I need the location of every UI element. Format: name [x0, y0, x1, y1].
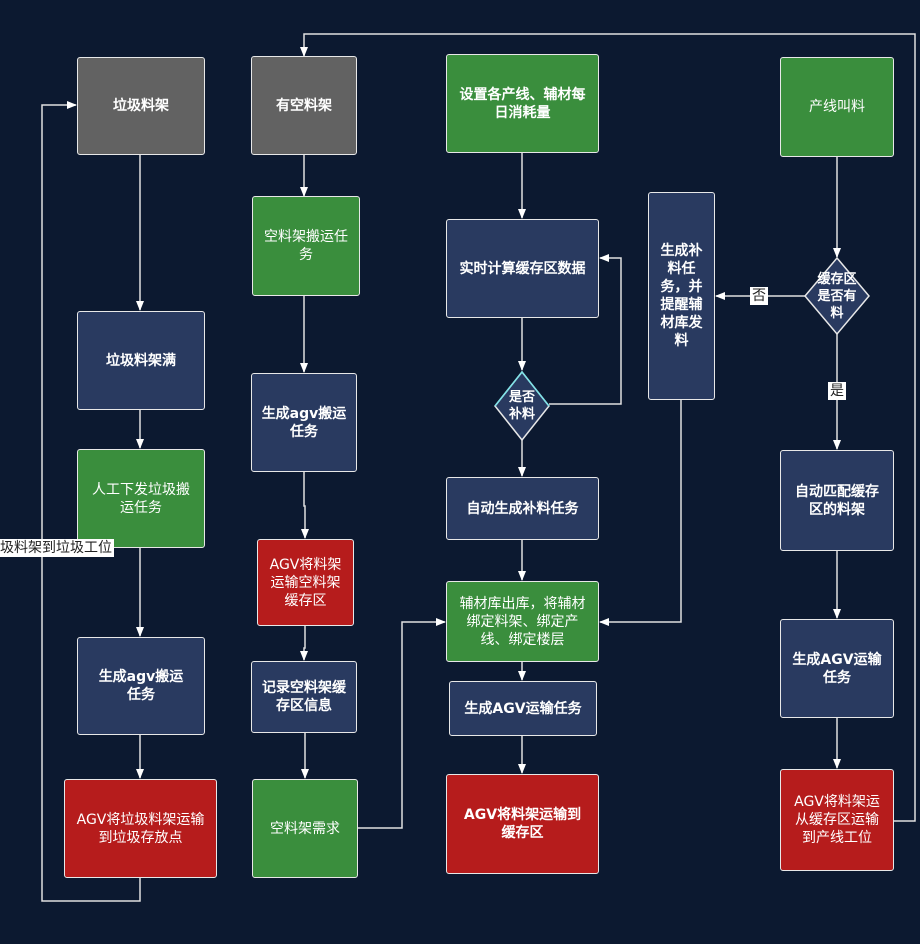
node-label: 记录空料架缓存区信息 [262, 680, 346, 714]
node-label: AGV将料架运输空料架缓存区 [269, 556, 342, 609]
node-label: 自动匹配缓存区的料架 [795, 483, 879, 518]
node-realtime-buffer-calc[interactable]: 实时计算缓存区数据 [446, 219, 599, 318]
edge-agv-loop-back [41, 101, 141, 902]
node-gen-replenish-remind[interactable]: 生成补料任务，并提醒辅材库发料 [648, 192, 715, 400]
decision-buffer-has-material [804, 256, 870, 336]
node-label: 自动生成补料任务 [466, 500, 579, 517]
edge-label-garbage-return: 圾料架到垃圾工位 [0, 539, 114, 557]
node-label: 生成agv搬运任务 [261, 405, 347, 440]
node-label: 辅材库出库，将辅材绑定料架、绑定产线、绑定楼层 [459, 595, 586, 648]
edge-agv-to-record [300, 626, 308, 661]
node-label: 人工下发垃圾搬运任务 [92, 481, 190, 516]
node-label: 垃圾料架满 [106, 352, 176, 369]
node-label: 有空料架 [276, 97, 332, 114]
node-label: 空料架需求 [270, 820, 340, 837]
node-label: AGV将料架运输到缓存区 [463, 807, 582, 841]
node-gen-agv-transport-right[interactable]: 生成AGV运输任务 [780, 619, 894, 718]
node-agv-rack-to-buffer[interactable]: AGV将料架运输到缓存区 [446, 774, 599, 874]
node-line-call-material[interactable]: 产线叫料 [780, 57, 894, 157]
node-label: AGV将垃圾料架运输到垃圾存放点 [76, 811, 205, 846]
decision-need-replenish-label: 是否补料 [508, 390, 535, 422]
node-empty-rack-task[interactable]: 空料架搬运任务 [252, 196, 360, 296]
node-record-empty-buffer[interactable]: 记录空料架缓存区信息 [251, 661, 357, 733]
edge-gen-to-agv-empty [301, 472, 309, 539]
node-has-empty-rack[interactable]: 有空料架 [251, 56, 357, 155]
edge-remind-to-outbound [599, 400, 682, 626]
node-empty-rack-demand[interactable]: 空料架需求 [252, 779, 358, 878]
node-agv-empty-to-buffer[interactable]: AGV将料架运输空料架缓存区 [257, 539, 354, 626]
node-label: AGV将料架运从缓存区运输到产线工位 [794, 794, 880, 846]
node-label: 空料架搬运任务 [264, 229, 348, 263]
node-manual-garbage-task[interactable]: 人工下发垃圾搬运任务 [77, 449, 205, 548]
node-label: 设置各产线、辅材每日消耗量 [459, 86, 586, 121]
decision-buffer-has-material-label: 缓存区是否有料 [817, 271, 857, 321]
edge-label-no: 否 [750, 287, 768, 305]
node-auto-gen-replenish[interactable]: 自动生成补料任务 [446, 477, 599, 540]
node-label: 生成AGV运输任务 [792, 651, 882, 686]
edge-decision-loop [549, 254, 622, 405]
node-garbage-rack[interactable]: 垃圾料架 [77, 57, 205, 155]
node-garbage-rack-full[interactable]: 垃圾料架满 [77, 311, 205, 410]
node-agv-garbage-to-storage[interactable]: AGV将垃圾料架运输到垃圾存放点 [64, 779, 217, 878]
node-label: 垃圾料架 [113, 98, 169, 114]
node-agv-buffer-to-line[interactable]: AGV将料架运从缓存区运输到产线工位 [780, 769, 894, 871]
node-set-daily-consumption[interactable]: 设置各产线、辅材每日消耗量 [446, 54, 599, 153]
edge-label-yes: 是 [828, 382, 846, 400]
edge-demand-to-outbound [358, 618, 446, 829]
node-warehouse-outbound[interactable]: 辅材库出库，将辅材绑定料架、绑定产线、绑定楼层 [446, 581, 599, 662]
edge-line-loop-top [300, 33, 916, 822]
node-gen-agv-task-empty[interactable]: 生成agv搬运任务 [251, 373, 357, 472]
node-auto-match-buffer-rack[interactable]: 自动匹配缓存区的料架 [780, 450, 894, 551]
node-label: 产线叫料 [809, 99, 865, 115]
node-label: 实时计算缓存区数据 [459, 260, 586, 277]
node-label: 生成补料任务，并提醒辅材库发料 [660, 243, 703, 349]
node-label: 生成agv搬运任务 [98, 669, 184, 703]
node-gen-agv-task-garbage[interactable]: 生成agv搬运任务 [77, 637, 205, 735]
node-gen-agv-transport-mid[interactable]: 生成AGV运输任务 [449, 681, 597, 736]
node-label: 生成AGV运输任务 [464, 700, 582, 717]
